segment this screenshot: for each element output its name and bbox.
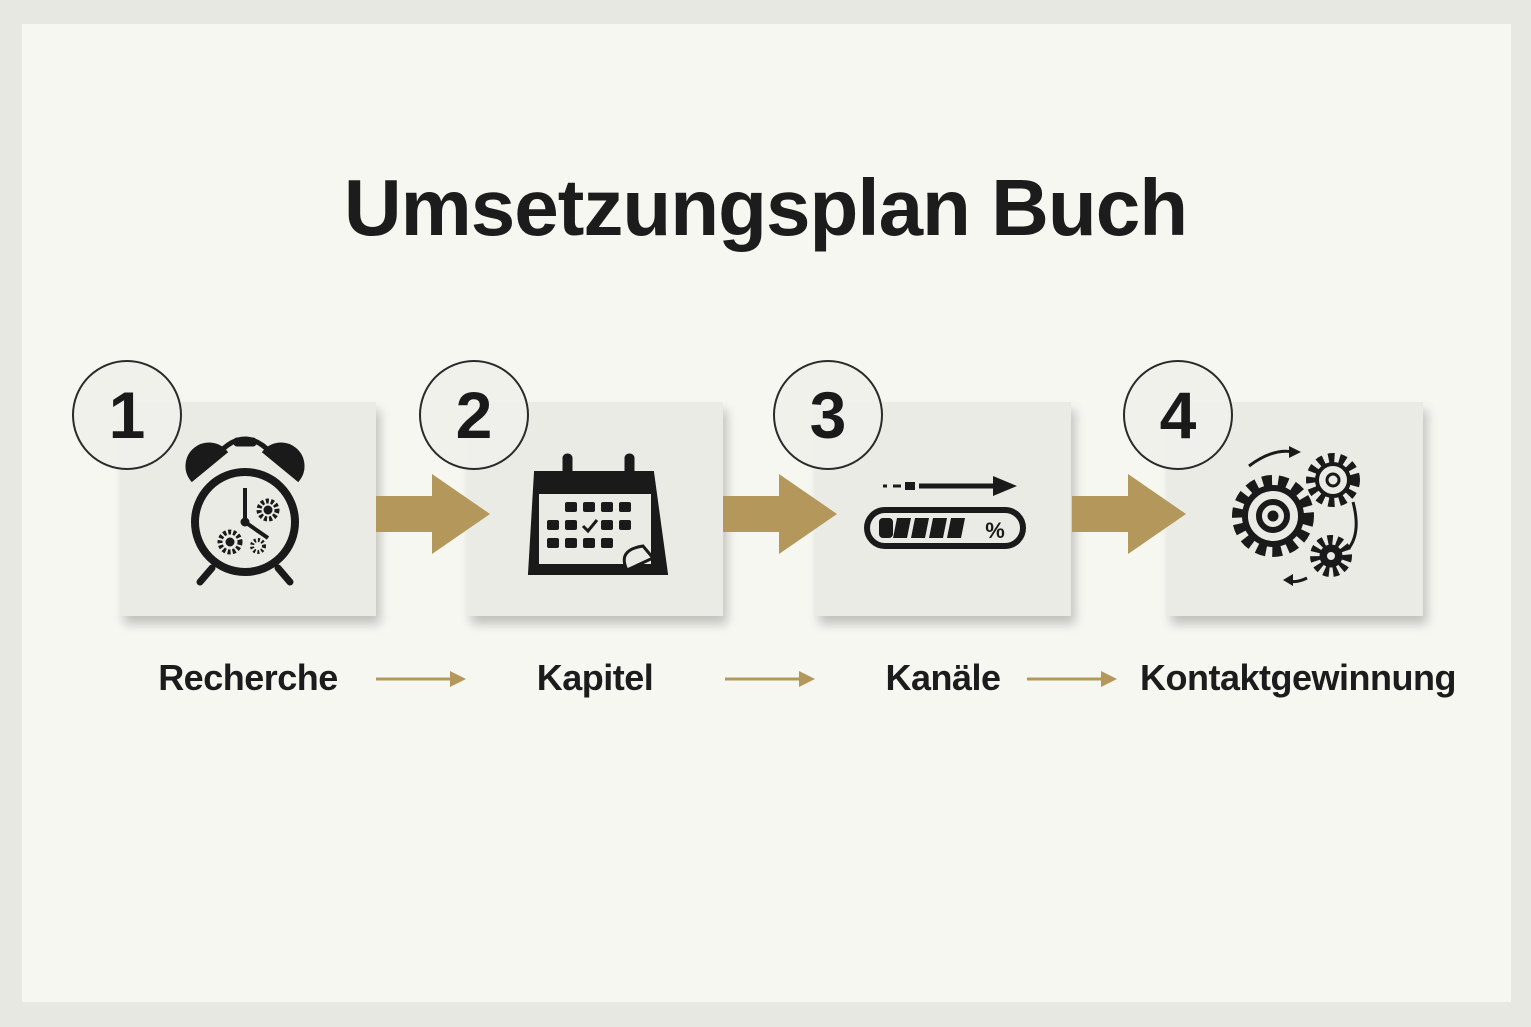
calendar-icon xyxy=(527,453,669,575)
step-4-label: Kontaktgewinnung xyxy=(1140,657,1456,698)
connector-arrow-3-4 xyxy=(1072,474,1186,554)
gears-cycle-icon xyxy=(1232,446,1360,586)
progress-bar-icon: % xyxy=(864,476,1026,549)
svg-text:%: % xyxy=(985,518,1005,543)
step-3-label: Kanäle xyxy=(885,657,1001,698)
label-arrow-2-3 xyxy=(725,671,815,687)
step-1-label: Recherche xyxy=(158,657,338,698)
alarm-clock-gears-icon xyxy=(185,436,305,586)
diagram-title: Umsetzungsplan Buch xyxy=(343,163,1188,252)
step-4-number-badge: 4 xyxy=(1123,360,1233,470)
step-2-label: Kapitel xyxy=(536,657,654,698)
step-3-number-badge: 3 xyxy=(773,360,883,470)
step-4-card xyxy=(1167,402,1423,616)
connector-arrow-1-2 xyxy=(376,474,490,554)
label-arrow-3-4 xyxy=(1027,671,1117,687)
connector-arrow-2-3 xyxy=(723,474,837,554)
step-2-number-badge: 2 xyxy=(419,360,529,470)
label-arrow-1-2 xyxy=(376,671,466,687)
step-1-number-badge: 1 xyxy=(72,360,182,470)
